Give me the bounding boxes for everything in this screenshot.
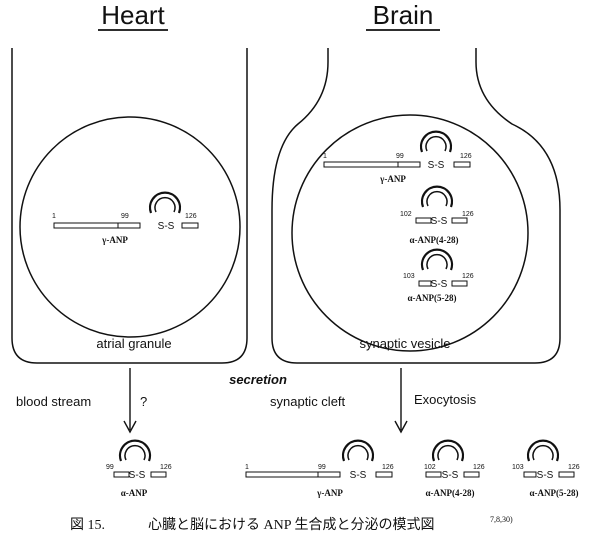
disulfide-label: S-S — [158, 221, 175, 232]
peptide-name: α-ANP(4-28) — [425, 488, 474, 498]
peptide-bar-n-terminal — [523, 471, 537, 478]
caption-text: 心臓と脳における ANP 生合成と分泌の模式図 — [148, 517, 435, 533]
disulfide-label: S-S — [129, 470, 146, 481]
residue-start: 102 — [424, 464, 436, 471]
residue-end: 126 — [382, 464, 394, 471]
arrow-down-heart-icon — [123, 368, 137, 434]
residue-mid: 99 — [396, 153, 404, 160]
atrial-granule-label: atrial granule — [96, 336, 171, 351]
residue-start: 102 — [400, 211, 412, 218]
disulfide-label: S-S — [431, 279, 448, 290]
residue-mid: 99 — [318, 464, 326, 471]
ring-inner — [532, 444, 554, 461]
synaptic-cleft-label: synaptic cleft — [270, 394, 346, 409]
peptide-bar-c-terminal — [463, 471, 480, 478]
peptide-bar-n-terminal — [245, 471, 319, 478]
residue-start: 103 — [403, 273, 415, 280]
peptide-bar-c-terminal — [453, 161, 471, 168]
question-mark-label: ? — [140, 394, 147, 409]
blood-stream-label: blood stream — [16, 394, 91, 409]
residue-end: 126 — [185, 213, 197, 220]
peptide-name: γ-ANP — [316, 488, 343, 498]
caption-figure-number: 図 15. — [70, 518, 105, 533]
synaptic-vesicle-circle — [291, 114, 529, 352]
peptide-name: γ-ANP — [101, 235, 128, 245]
released-heart-alpha-anp: S-S 99 126 α-ANP — [106, 439, 172, 498]
released-brain-gamma-anp: S-S 1 99 126 γ-ANP — [245, 439, 394, 498]
peptide-bar-n-terminal — [425, 471, 442, 478]
synaptic-vesicle-label: synaptic vesicle — [359, 336, 450, 351]
residue-end: 126 — [460, 153, 472, 160]
arrow-down-brain-icon — [394, 368, 408, 434]
ring-outer — [341, 439, 375, 462]
ring-outer — [420, 248, 454, 271]
peptide-bar-mid — [397, 161, 421, 168]
disulfide-label: S-S — [428, 160, 445, 171]
peptide-bar-c-terminal — [181, 222, 199, 229]
released-brain-alpha-anp-4-28: S-S 102 126 α-ANP(4-28) — [424, 439, 485, 498]
peptide-name: γ-ANP — [379, 174, 406, 184]
brain-alpha-anp-4-28: S-S 102 126 α-ANP(4-28) — [400, 185, 474, 245]
residue-start: 103 — [512, 464, 524, 471]
residue-end: 126 — [462, 273, 474, 280]
disulfide-label: S-S — [350, 470, 367, 481]
residue-start: 1 — [323, 153, 327, 160]
ring-inner — [154, 196, 176, 213]
peptide-bar-n-terminal — [415, 217, 432, 224]
heading-heart: Heart — [101, 0, 165, 30]
ring-outer — [431, 439, 465, 462]
residue-end: 126 — [462, 211, 474, 218]
ring-outer — [148, 191, 182, 214]
peptide-bar-c-terminal — [558, 471, 575, 478]
peptide-bar-n-terminal — [418, 280, 432, 287]
heart-cell — [11, 48, 248, 364]
residue-start: 1 — [245, 464, 249, 471]
peptide-bar-c-terminal — [150, 471, 167, 478]
peptide-name: α-ANP(5-28) — [407, 293, 456, 303]
heart-gamma-anp: S-S 1 99 126 γ-ANP — [52, 191, 199, 245]
residue-start: 1 — [52, 213, 56, 220]
ring-outer — [420, 185, 454, 208]
ring-outer — [419, 130, 453, 153]
peptide-bar-n-terminal — [53, 222, 119, 229]
brain-nerve-terminal — [271, 48, 561, 364]
residue-start: 99 — [106, 464, 114, 471]
peptide-bar-c-terminal — [375, 471, 393, 478]
peptide-name: α-ANP(4-28) — [409, 235, 458, 245]
ring-inner — [425, 135, 447, 152]
ring-outer — [118, 439, 152, 462]
peptide-name: α-ANP — [121, 488, 148, 498]
peptide-bar-n-terminal — [323, 161, 399, 168]
peptide-bar-c-terminal — [451, 217, 468, 224]
ring-inner — [347, 444, 369, 461]
residue-end: 126 — [568, 464, 580, 471]
peptide-bar-c-terminal — [451, 280, 468, 287]
atrial-granule-circle — [19, 116, 241, 338]
disulfide-label: S-S — [442, 470, 459, 481]
caption-references: 7,8,30) — [490, 515, 513, 524]
residue-end: 126 — [160, 464, 172, 471]
ring-inner — [426, 253, 448, 270]
peptide-bar-mid — [317, 471, 341, 478]
residue-end: 126 — [473, 464, 485, 471]
brain-alpha-anp-5-28: S-S 103 126 α-ANP(5-28) — [403, 248, 474, 303]
released-brain-alpha-anp-5-28: S-S 103 126 α-ANP(5-28) — [512, 439, 580, 498]
disulfide-label: S-S — [537, 470, 554, 481]
brain-gamma-anp: S-S 1 99 126 γ-ANP — [323, 130, 472, 184]
exocytosis-label: Exocytosis — [414, 392, 477, 407]
peptide-bar-n-terminal — [113, 471, 130, 478]
peptide-bar-mid — [117, 222, 141, 229]
ring-inner — [124, 444, 146, 461]
heading-brain: Brain — [373, 0, 434, 30]
secretion-label: secretion — [229, 372, 287, 387]
peptide-name: α-ANP(5-28) — [529, 488, 578, 498]
disulfide-label: S-S — [431, 216, 448, 227]
ring-outer — [526, 439, 560, 462]
residue-mid: 99 — [121, 213, 129, 220]
ring-inner — [426, 190, 448, 207]
ring-inner — [437, 444, 459, 461]
